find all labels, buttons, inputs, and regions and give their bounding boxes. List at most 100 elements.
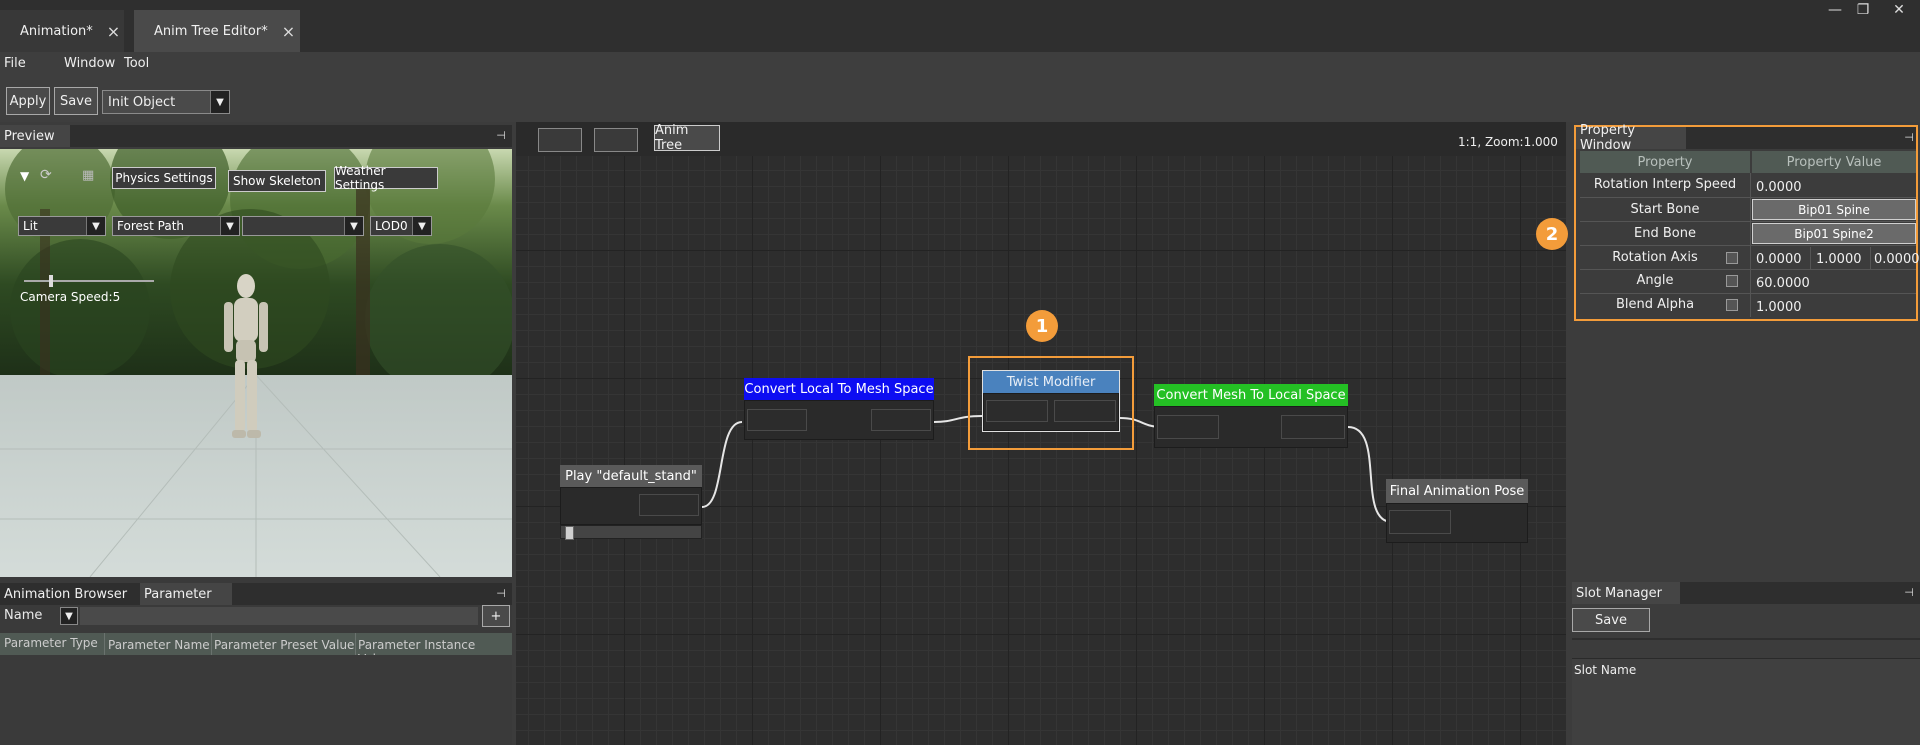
rotation-axis-z[interactable]: 0.0000 xyxy=(1874,252,1920,267)
column-divider xyxy=(1750,173,1751,317)
lod-select[interactable]: LOD0 ▼ xyxy=(370,216,432,236)
tab-preview[interactable]: Preview xyxy=(0,125,70,147)
slot-save-button[interactable]: Save xyxy=(1572,608,1650,632)
scrubber-thumb[interactable] xyxy=(565,526,574,540)
output-pin[interactable] xyxy=(1281,415,1345,439)
node-play-default-stand[interactable]: Play "default_stand" xyxy=(560,465,702,545)
environment-select[interactable]: Forest Path ▼ xyxy=(112,216,240,236)
pin-icon[interactable]: ⊣ xyxy=(496,129,506,142)
column-header[interactable]: Parameter Type xyxy=(4,636,98,650)
blank-select[interactable]: ▼ xyxy=(242,216,364,236)
property-label: Rotation Interp Speed xyxy=(1593,177,1737,192)
node-convert-mesh-to-local[interactable]: Convert Mesh To Local Space xyxy=(1154,384,1348,448)
show-skeleton-button[interactable]: Show Skeleton xyxy=(228,170,326,192)
property-label: Angle xyxy=(1636,273,1674,288)
close-icon[interactable]: × xyxy=(281,21,296,41)
camera-speed-slider[interactable] xyxy=(24,275,154,287)
tab-slot-manager[interactable]: Slot Manager xyxy=(1572,582,1680,604)
collapse-triangle-icon[interactable]: ▼ xyxy=(20,169,30,183)
tab-anim-tree-editor[interactable]: Anim Tree Editor* × xyxy=(134,10,300,52)
start-bone-button[interactable]: Bip01 Spine xyxy=(1752,199,1916,220)
forward-button[interactable] xyxy=(594,128,638,152)
node-body xyxy=(1386,503,1528,543)
menu-window[interactable]: Window xyxy=(64,56,116,71)
rotation-axis-x[interactable]: 0.0000 xyxy=(1756,252,1802,267)
graph-canvas[interactable]: Play "default_stand" Convert Local To Me… xyxy=(516,122,1566,745)
zoom-readout: 1:1, Zoom:1.000 xyxy=(1458,135,1558,149)
grid-icon[interactable]: ▦ xyxy=(82,168,95,183)
menu-file[interactable]: File xyxy=(4,56,26,71)
slider-thumb[interactable] xyxy=(49,275,53,287)
output-pin[interactable] xyxy=(639,494,699,516)
character-model xyxy=(224,274,268,438)
parameter-panel-header: Animation Browser Parameter ⊣ xyxy=(0,583,512,605)
add-parameter-button[interactable]: + xyxy=(482,605,510,627)
node-convert-local-to-mesh[interactable]: Convert Local To Mesh Space xyxy=(744,378,934,440)
tab-animation-browser[interactable]: Animation Browser xyxy=(0,583,138,605)
pin-icon[interactable]: ⊣ xyxy=(1904,586,1914,599)
property-window-header: Property Window ⊣ xyxy=(1576,123,1916,153)
blend-alpha-checkbox[interactable] xyxy=(1726,299,1738,311)
tab-parameter[interactable]: Parameter xyxy=(140,583,232,605)
input-pin[interactable] xyxy=(1157,415,1219,439)
parameter-list[interactable] xyxy=(0,655,512,745)
lighting-mode-select[interactable]: Lit ▼ xyxy=(18,216,106,236)
pin-icon[interactable]: ⊣ xyxy=(1904,131,1914,144)
column-divider xyxy=(211,633,212,655)
save-button[interactable]: Save xyxy=(54,87,98,115)
column-header[interactable]: Parameter Name xyxy=(108,638,210,652)
input-pin[interactable] xyxy=(1389,510,1451,534)
wire-play-to-convert xyxy=(701,421,743,508)
node-title: Final Animation Pose xyxy=(1386,479,1528,503)
output-pin[interactable] xyxy=(1054,400,1116,422)
tab-property-window[interactable]: Property Window xyxy=(1576,123,1686,153)
tab-label: Animation* xyxy=(20,23,93,39)
chevron-down-icon[interactable]: ▼ xyxy=(60,607,78,625)
property-label: Rotation Axis xyxy=(1612,250,1698,265)
rotation-axis-checkbox[interactable] xyxy=(1726,252,1738,264)
slot-list[interactable]: Slot Name xyxy=(1572,658,1920,745)
name-filter-input[interactable] xyxy=(80,607,478,625)
blend-alpha-value[interactable]: 1.0000 xyxy=(1756,300,1802,315)
back-button[interactable] xyxy=(538,128,582,152)
physics-settings-button[interactable]: Physics Settings xyxy=(112,167,216,189)
angle-value[interactable]: 60.0000 xyxy=(1756,276,1810,291)
slot-name-header: Slot Name xyxy=(1574,663,1637,677)
minimize-icon[interactable]: — xyxy=(1828,2,1842,18)
angle-checkbox[interactable] xyxy=(1726,275,1738,287)
weather-settings-button[interactable]: Weather Settings xyxy=(334,164,438,192)
pin-icon[interactable]: ⊣ xyxy=(496,587,506,600)
tab-label: Anim Tree Editor* xyxy=(154,23,268,39)
environment-value: Forest Path xyxy=(117,219,185,233)
node-body xyxy=(744,400,934,440)
output-pin[interactable] xyxy=(871,409,931,431)
restore-icon[interactable]: ❐ xyxy=(1856,2,1870,18)
lighting-mode-value: Lit xyxy=(23,219,38,233)
refresh-icon[interactable]: ⟳ xyxy=(40,167,52,183)
close-window-icon[interactable]: ✕ xyxy=(1893,2,1905,18)
close-icon[interactable]: × xyxy=(106,21,121,41)
object-select[interactable]: Init Object ▼ xyxy=(102,90,230,114)
node-twist-modifier[interactable]: Twist Modifier xyxy=(982,370,1120,432)
node-final-animation-pose[interactable]: Final Animation Pose xyxy=(1386,479,1528,545)
apply-button[interactable]: Apply xyxy=(6,87,50,115)
property-label: Blend Alpha xyxy=(1615,297,1695,312)
wire-convert-back-to-final xyxy=(1347,426,1393,523)
node-title: Twist Modifier xyxy=(983,371,1119,393)
input-pin[interactable] xyxy=(986,400,1048,422)
rotation-interp-speed-value[interactable]: 0.0000 xyxy=(1756,180,1802,195)
preview-viewport[interactable]: ▼ ⟳ ▦ Physics Settings Show Skeleton Wea… xyxy=(0,149,512,577)
playback-scrubber[interactable] xyxy=(560,525,702,540)
tab-animation[interactable]: Animation* × xyxy=(0,10,124,52)
row-divider xyxy=(1580,197,1916,198)
end-bone-button[interactable]: Bip01 Spine2 xyxy=(1752,223,1916,244)
column-header[interactable]: Parameter Preset Value xyxy=(214,638,355,652)
document-tab-bar: Animation* × Anim Tree Editor* × — ❐ ✕ xyxy=(0,0,1920,52)
preview-panel-header: Preview ⊣ xyxy=(0,125,512,147)
menu-tool[interactable]: Tool xyxy=(124,56,150,71)
property-window: Property Window ⊣ Property Property Valu… xyxy=(1574,123,1920,321)
anim-tree-breadcrumb[interactable]: Anim Tree xyxy=(654,123,720,153)
value-column-header: Property Value xyxy=(1752,151,1916,173)
rotation-axis-y[interactable]: 1.0000 xyxy=(1816,252,1862,267)
input-pin[interactable] xyxy=(747,409,807,431)
